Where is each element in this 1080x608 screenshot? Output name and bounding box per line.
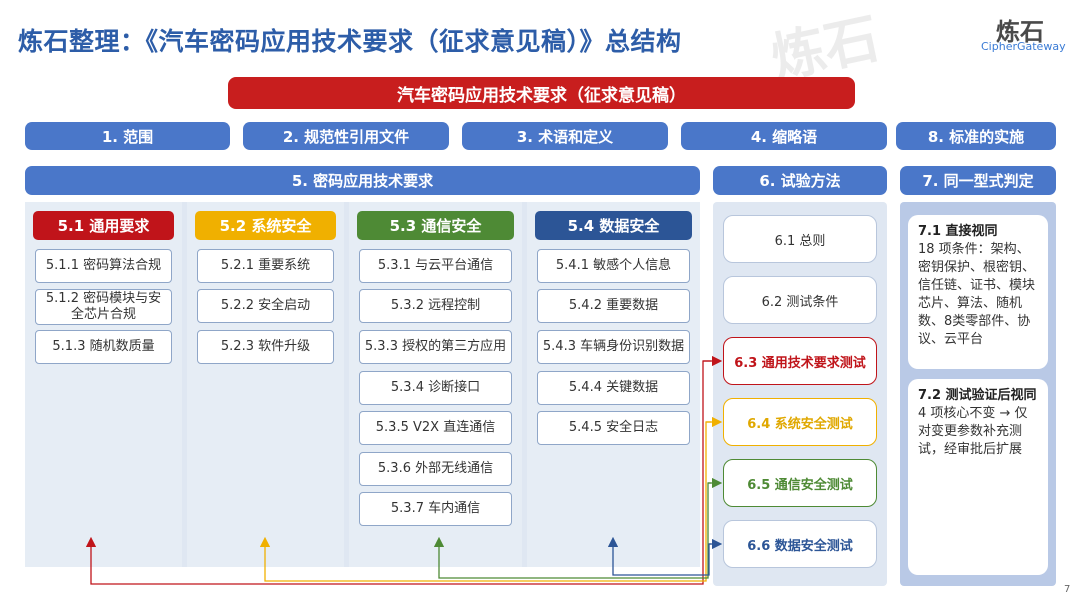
- section-6: 6. 试验方法: [713, 166, 887, 195]
- section-1: 1. 范围: [25, 122, 230, 150]
- item-5-3-6: 5.3.6 外部无线通信: [359, 452, 512, 486]
- item-5-1-3: 5.1.3 随机数质量: [35, 330, 172, 364]
- item-6-4: 6.4 系统安全测试: [723, 398, 877, 446]
- header-5-2: 5.2 系统安全: [195, 211, 336, 240]
- page-number: 7: [1064, 584, 1071, 595]
- item-5-3-7: 5.3.7 车内通信: [359, 492, 512, 526]
- section-8: 8. 标准的实施: [896, 122, 1056, 150]
- connector-blue: [607, 536, 711, 576]
- page-title: 炼石整理：《汽车密码应用技术要求（征求意见稿）》总结构: [18, 27, 682, 56]
- header-5-3: 5.3 通信安全: [357, 211, 514, 240]
- item-5-2-3: 5.2.3 软件升级: [197, 330, 334, 364]
- connector-red: [85, 360, 711, 585]
- section-7: 7. 同一型式判定: [900, 166, 1056, 195]
- connector-green: [433, 482, 711, 579]
- item-5-2-2: 5.2.2 安全启动: [197, 289, 334, 323]
- connector-yellow: [259, 421, 711, 582]
- item-5-4-5: 5.4.5 安全日志: [537, 411, 690, 445]
- card-7-2-body: 4 项核心不变 → 仅对变更参数补充测试，经审批后扩展: [918, 406, 1028, 457]
- section-3: 3. 术语和定义: [462, 122, 668, 150]
- section-4: 4. 缩略语: [681, 122, 887, 150]
- item-6-6: 6.6 数据安全测试: [723, 520, 877, 568]
- section-2: 2. 规范性引用文件: [243, 122, 449, 150]
- card-7-1-body: 18 项条件：架构、密钥保护、根密钥、信任链、证书、模块芯片、算法、随机数、8类…: [918, 242, 1036, 347]
- card-7-1-title: 7.1 直接视同: [918, 224, 998, 239]
- item-5-4-3: 5.4.3 车辆身份识别数据: [537, 330, 690, 364]
- logo-text: 炼石: [996, 18, 1044, 46]
- item-6-2: 6.2 测试条件: [723, 276, 877, 324]
- card-7-2-title: 7.2 测试验证后视同: [918, 388, 1037, 403]
- card-7-1: 7.1 直接视同 18 项条件：架构、密钥保护、根密钥、信任链、证书、模块芯片、…: [908, 215, 1048, 369]
- item-6-1: 6.1 总则: [723, 215, 877, 263]
- item-5-1-1: 5.1.1 密码算法合规: [35, 249, 172, 283]
- item-5-3-4: 5.3.4 诊断接口: [359, 371, 512, 405]
- item-5-4-1: 5.4.1 敏感个人信息: [537, 249, 690, 283]
- section-5: 5. 密码应用技术要求: [25, 166, 700, 195]
- item-5-3-2: 5.3.2 远程控制: [359, 289, 512, 323]
- logo-subtext: CipherGateway: [981, 40, 1066, 53]
- item-5-1-2: 5.1.2 密码模块与安全芯片合规: [35, 289, 172, 325]
- card-7-2: 7.2 测试验证后视同 4 项核心不变 → 仅对变更参数补充测试，经审批后扩展: [908, 379, 1048, 575]
- item-6-3: 6.3 通用技术要求测试: [723, 337, 877, 385]
- header-5-1: 5.1 通用要求: [33, 211, 174, 240]
- item-5-3-5: 5.3.5 V2X 直连通信: [359, 411, 512, 445]
- item-5-4-4: 5.4.4 关键数据: [537, 371, 690, 405]
- root-node: 汽车密码应用技术要求（征求意见稿）: [228, 77, 855, 109]
- item-5-2-1: 5.2.1 重要系统: [197, 249, 334, 283]
- item-6-5: 6.5 通信安全测试: [723, 459, 877, 507]
- header-5-4: 5.4 数据安全: [535, 211, 692, 240]
- item-5-3-1: 5.3.1 与云平台通信: [359, 249, 512, 283]
- item-5-3-3: 5.3.3 授权的第三方应用: [359, 330, 512, 364]
- item-5-4-2: 5.4.2 重要数据: [537, 289, 690, 323]
